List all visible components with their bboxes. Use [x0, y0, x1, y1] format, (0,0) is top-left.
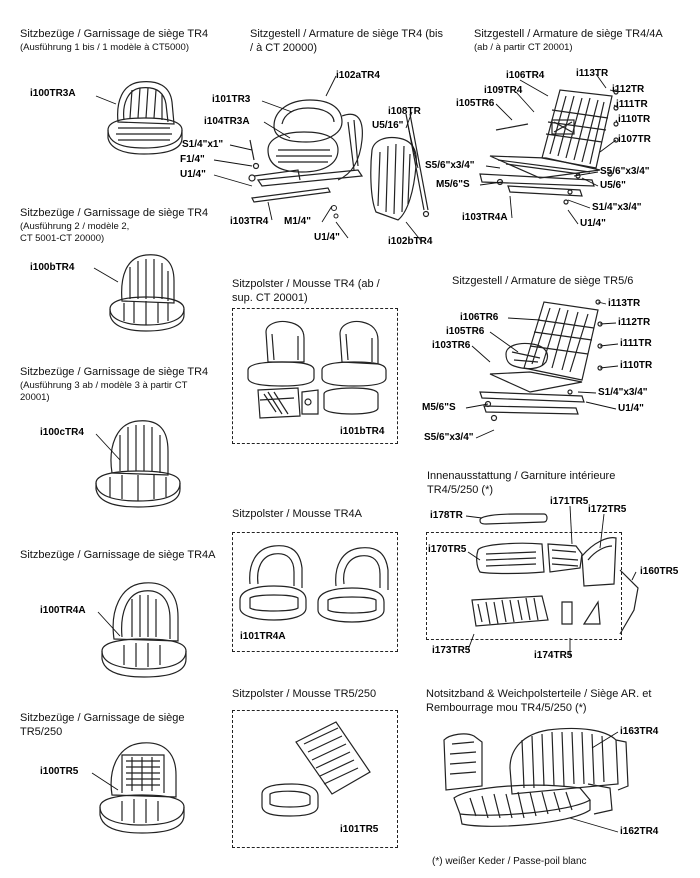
rear-seat-drawing [443, 727, 629, 827]
part-label: U1/4" [180, 169, 206, 180]
section-subtitle-tr4-v2-line2: CT 5001-CT 20000) [20, 233, 105, 244]
interior-trim-drawing [471, 513, 639, 635]
part-label: S1/4"x1" [182, 139, 224, 150]
section-title-frame-tr4: Sitzgestell / Armature de siège TR4 (bis [250, 28, 443, 40]
part-label: S5/6"x3/4" [600, 166, 650, 177]
part-label: S5/6"x3/4" [425, 160, 475, 171]
section-title-frame-tr4-line2: / à CT 20000) [250, 42, 318, 54]
section-title-interior-line2: TR4/5/250 (*) [427, 484, 494, 496]
seat-drawing-tr5 [99, 742, 185, 834]
section-title-tr4-v1: Sitzbezüge / Garnissage de siège TR4 [20, 28, 209, 40]
part-label: i113TR [576, 68, 609, 79]
part-label: i101TR5 [340, 824, 379, 835]
seat-drawing-tr4-v1 [107, 81, 183, 155]
part-label: i101TR4A [240, 631, 286, 642]
part-label: i112TR [612, 84, 645, 95]
section-title-tr4a: Sitzbezüge / Garnissage de siège TR4A [20, 549, 216, 561]
section-subtitle-tr4-v3-line2: 20001) [20, 392, 50, 403]
part-label: U1/4" [314, 232, 340, 243]
part-label: i111TR [616, 99, 648, 110]
part-label: S5/6"x3/4" [424, 432, 474, 443]
foam-drawing-tr4a [239, 545, 389, 623]
part-label: M1/4" [284, 216, 311, 227]
part-label: i109TR4 [484, 85, 523, 96]
section-title-rear-line2: Rembourrage mou TR4/5/250 (*) [426, 702, 587, 714]
part-label: i101TR3 [212, 94, 251, 105]
part-label: i100TR5 [40, 766, 79, 777]
part-label: i112TR [618, 317, 651, 328]
section-title-rear: Notsitzband & Weichpolsterteile / Siège … [426, 688, 652, 700]
part-label: i113TR [608, 298, 641, 309]
part-label: i108TR [388, 106, 421, 117]
section-title-interior: Innenausstattung / Garniture intérieure [427, 470, 616, 482]
part-label: U1/4" [618, 403, 644, 414]
part-label: U5/16" [372, 120, 404, 131]
part-label: i104TR3A [204, 116, 250, 127]
part-label: i163TR4 [620, 726, 659, 737]
part-label: i170TR5 [428, 544, 467, 555]
seat-drawing-tr4-v3 [95, 420, 181, 508]
section-subtitle-tr4-v2: (Ausführung 2 / modèle 2, [20, 221, 130, 232]
foam-tr4a-box [232, 532, 398, 652]
section-title-frame-tr56: Sitzgestell / Armature de siège TR5/6 [452, 275, 634, 287]
part-label: i100cTR4 [40, 427, 84, 438]
part-label: i103TR4A [462, 212, 508, 223]
part-label: F1/4" [180, 154, 205, 165]
foam-drawing-tr5 [261, 721, 371, 817]
part-label: i102bTR4 [388, 236, 433, 247]
section-title-foam-tr4-line2: sup. CT 20001) [232, 292, 308, 304]
part-label: i103TR6 [432, 340, 471, 351]
seat-drawing-tr4-v2 [109, 254, 185, 332]
part-label: i111TR [620, 338, 652, 349]
section-title-foam-tr5: Sitzpolster / Mousse TR5/250 [232, 688, 377, 700]
part-label: i174TR5 [534, 650, 573, 661]
part-label: i100TR4A [40, 605, 86, 616]
part-label: M5/6"S [422, 402, 456, 413]
interior-box [426, 532, 622, 640]
section-title-tr5-line2: TR5/250 [20, 726, 63, 738]
part-label: U1/4" [580, 218, 606, 229]
part-label: i160TR5 [640, 566, 679, 577]
footnote: (*) weißer Keder / Passe-poil blanc [432, 856, 587, 867]
part-label: i103TR4 [230, 216, 269, 227]
part-label: i101bTR4 [340, 426, 385, 437]
part-label: i100bTR4 [30, 262, 75, 273]
part-label: i172TR5 [588, 504, 627, 515]
section-title-tr4-v3: Sitzbezüge / Garnissage de siège TR4 [20, 366, 209, 378]
seat-frame-drawing-tr56 [479, 299, 603, 422]
part-label: i107TR [618, 134, 651, 145]
part-label: i106TR6 [460, 312, 499, 323]
part-label: S1/4"x3/4" [598, 387, 648, 398]
foam-drawing-tr4 [247, 320, 387, 419]
part-label: i100TR3A [30, 88, 76, 99]
part-label: i178TR [430, 510, 463, 521]
part-label: i110TR [618, 114, 651, 125]
section-title-foam-tr4a: Sitzpolster / Mousse TR4A [232, 508, 363, 520]
part-label: S1/4"x3/4" [592, 202, 642, 213]
foam-tr4-box [232, 308, 398, 444]
part-label: i102aTR4 [336, 70, 380, 81]
section-title-tr4-v2: Sitzbezüge / Garnissage de siège TR4 [20, 207, 209, 219]
part-label: i110TR [620, 360, 653, 371]
part-label: M5/6"S [436, 179, 470, 190]
seat-drawing-tr4a [101, 582, 187, 678]
part-label: i106TR4 [506, 70, 545, 81]
part-label: i105TR6 [456, 98, 495, 109]
part-label: i105TR6 [446, 326, 485, 337]
section-title-tr5: Sitzbezüge / Garnissage de siège [20, 712, 185, 724]
foam-tr5-box [232, 710, 398, 848]
section-title-foam-tr4: Sitzpolster / Mousse TR4 (ab / [232, 278, 380, 290]
part-label: U5/6" [600, 180, 626, 191]
part-label: i162TR4 [620, 826, 659, 837]
part-label: i173TR5 [432, 645, 471, 656]
section-subtitle-tr4-v3: (Ausführung 3 ab / modèle 3 à partir CT [20, 380, 188, 391]
section-subtitle-frame-tr44a: (ab / à partir CT 20001) [474, 42, 573, 53]
part-label: i171TR5 [550, 496, 589, 507]
section-subtitle-tr4-v1: (Ausführung 1 bis / 1 modèle à CT5000) [20, 42, 189, 53]
section-title-frame-tr44a: Sitzgestell / Armature de siège TR4/4A [474, 28, 663, 40]
seat-frame-drawing-tr44a [479, 89, 619, 205]
